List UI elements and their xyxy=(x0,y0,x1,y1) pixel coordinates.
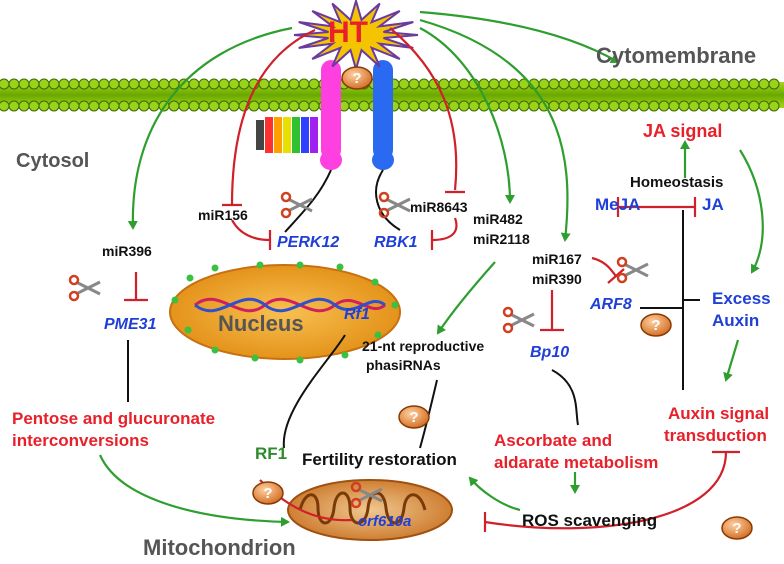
auxin-signal-label: Auxin signal xyxy=(668,404,770,423)
bp10-gene-label: Bp10 xyxy=(530,344,570,361)
phasirna-label-1: 21-nt reproductive xyxy=(362,338,485,354)
mir2118-label: miR2118 xyxy=(473,231,530,247)
mir8643-label: miR8643 xyxy=(410,199,468,215)
rf1-protein-label: RF1 xyxy=(255,444,288,463)
scissors-icon xyxy=(68,274,101,302)
question-icon: ? xyxy=(398,405,430,429)
svg-text:?: ? xyxy=(263,485,272,502)
meja-label: MeJA xyxy=(595,195,641,214)
mir390-label: miR390 xyxy=(532,271,582,287)
inhibition-lines xyxy=(124,27,740,532)
svg-text:?: ? xyxy=(352,70,361,87)
rbk1-gene-label: RBK1 xyxy=(374,234,418,251)
scissors-icon xyxy=(502,306,535,334)
ros-scavenging-label: ROS scavenging xyxy=(522,511,658,530)
scissors-icon xyxy=(280,191,313,219)
auxin-label: Auxin xyxy=(712,311,760,330)
mir482-label: miR482 xyxy=(473,211,523,227)
cytomembrane-label: Cytomembrane xyxy=(596,43,757,68)
scissors-icon xyxy=(378,191,411,219)
nucleus-label: Nucleus xyxy=(218,311,304,336)
mir167-label: miR167 xyxy=(532,251,582,267)
scissors-icon xyxy=(616,256,649,284)
arrow-pentose-to-mitochondrion xyxy=(98,454,290,527)
receptor-pink xyxy=(320,60,342,170)
cytosol-label: Cytosol xyxy=(16,150,90,172)
pentose-label-2: interconversions xyxy=(12,431,149,450)
transduction-label: transduction xyxy=(664,426,767,445)
arrow-ht-to-mir482 xyxy=(419,27,515,204)
excess-label: Excess xyxy=(712,289,771,308)
question-icon: ? xyxy=(640,313,672,337)
arrow-ht-to-cytomembrane xyxy=(419,10,620,64)
activation-arrows xyxy=(98,10,764,527)
pentose-label-1: Pentose and glucuronate xyxy=(12,409,216,428)
question-icon: ? xyxy=(721,516,753,540)
arrow-excess-auxin-to-auxin-signal xyxy=(723,339,740,382)
receptor-blue xyxy=(372,60,394,170)
ja-signal-label: JA signal xyxy=(643,121,723,141)
mitochondrion-label: Mitochondrion xyxy=(143,535,296,560)
arrow-ht-to-mir167 xyxy=(419,18,571,242)
ht-label: HT xyxy=(328,16,368,49)
ja-label: JA xyxy=(702,195,724,214)
scissors-icon xyxy=(350,481,383,509)
mitochondrion xyxy=(287,479,453,541)
svg-text:?: ? xyxy=(651,317,660,334)
arrow-ht-to-mir396 xyxy=(127,26,293,230)
connector-lines xyxy=(127,169,700,449)
homeostasis-label: Homeostasis xyxy=(630,174,724,191)
rf1-gene-label: Rf1 xyxy=(344,306,370,323)
question-icon: ? xyxy=(341,66,373,90)
orf610a-gene-label: orf610a xyxy=(358,513,412,530)
arrow-ja-signal-to-excess-auxin xyxy=(739,149,764,274)
arrow-mir482-to-phasirna xyxy=(436,261,496,335)
arrow-ros-to-fertility xyxy=(468,476,521,512)
mir396-label: miR396 xyxy=(102,243,152,259)
arf8-gene-label: ARF8 xyxy=(590,296,632,313)
svg-text:?: ? xyxy=(732,520,741,537)
pme31-gene-label: PME31 xyxy=(104,316,157,333)
fertility-restoration-label: Fertility restoration xyxy=(302,450,457,469)
ascorbate-label-2: aldarate metabolism xyxy=(494,453,659,472)
phasirna-label-2: phasiRNAs xyxy=(366,357,441,373)
transmembrane-protein xyxy=(256,117,318,153)
perk12-gene-label: PERK12 xyxy=(277,234,340,251)
question-icon: ? xyxy=(252,481,284,505)
ascorbate-label-1: Ascorbate and xyxy=(494,431,613,450)
nucleus xyxy=(169,261,401,364)
mir156-label: miR156 xyxy=(198,207,248,223)
svg-text:?: ? xyxy=(409,409,418,426)
